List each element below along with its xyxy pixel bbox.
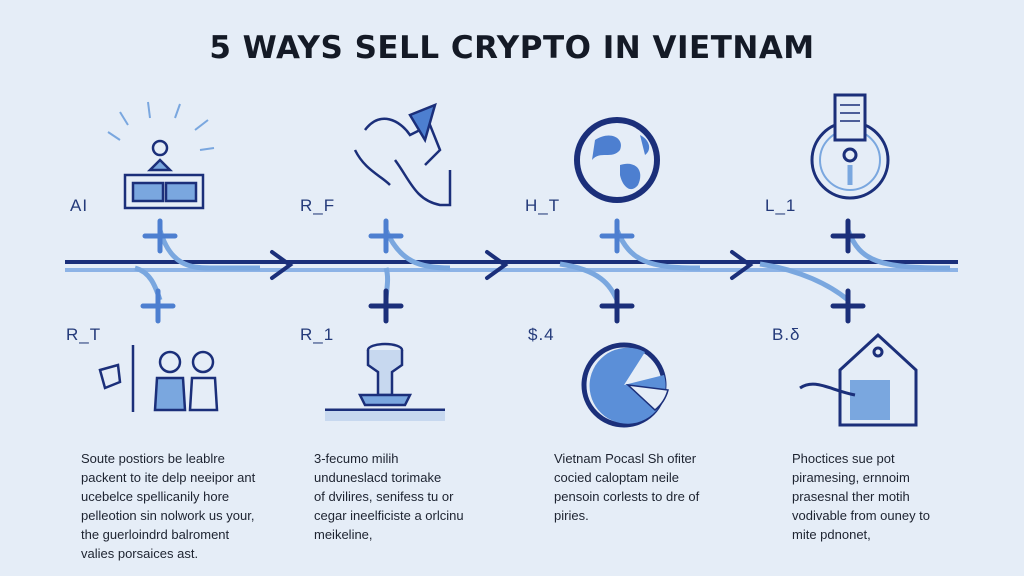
atm-machine-icon	[107, 101, 215, 210]
description-line: unduneslacd torimake	[314, 470, 442, 485]
plus-icon	[830, 288, 866, 324]
description-line: piramesing, ernnoim	[792, 470, 910, 485]
plus-icon	[830, 218, 866, 254]
description-line: cegar ineelficiste a orlcinu	[314, 508, 464, 523]
plus-icon	[599, 218, 635, 254]
plus-icon	[368, 218, 404, 254]
plus-icon	[368, 288, 404, 324]
description-line: valies porsaices ast.	[81, 546, 199, 561]
description-line: vodivable from ouney to	[792, 508, 931, 523]
step-label: R_F	[300, 196, 336, 215]
step-description: Vietnam Pocasl Sh ofiter cocied caloptam…	[554, 449, 774, 525]
description-line: pensoin corlests to dre of	[554, 489, 700, 504]
step-label: AI	[70, 196, 89, 215]
arrow-icon	[730, 250, 754, 280]
description-line: prasesnal ther motih	[792, 489, 910, 504]
step-label: $.4	[528, 325, 555, 344]
step-label: B.δ	[772, 325, 801, 344]
globe-icon	[574, 117, 660, 203]
description-line: packent to ite delp neeipor ant	[81, 470, 256, 485]
pedestal-icon	[325, 342, 445, 421]
plus-icon	[142, 218, 178, 254]
step-description: 3-fecumo milih unduneslacd torimake of d…	[314, 449, 534, 544]
description-line: the guerloindrd balroment	[81, 527, 230, 542]
description-line: pelleotion sin nolwork us your,	[81, 508, 255, 523]
step-label: H_T	[525, 196, 561, 215]
description-line: cocied caloptam neile	[554, 470, 680, 485]
description-line: piries.	[554, 508, 589, 523]
description-line: mite pdnonet,	[792, 527, 871, 542]
description-line: 3-fecumo milih	[314, 451, 399, 466]
description-line: meikeline,	[314, 527, 373, 542]
curve-connectors	[134, 228, 951, 306]
plus-icon	[140, 288, 176, 324]
description-line: ucebelce spellicanily hore	[81, 489, 230, 504]
lock-document-icon	[810, 93, 890, 200]
step-description: Soute postiors be leablre packent to ite…	[81, 449, 301, 563]
pie-chart-icon	[581, 342, 669, 428]
description-line: of dvilires, senifess tu or	[314, 489, 454, 504]
description-line: Phoctices sue pot	[792, 451, 895, 466]
step-label: L_1	[765, 196, 797, 215]
plus-icon	[599, 288, 635, 324]
people-icon	[98, 345, 219, 412]
arrow-icon	[485, 250, 509, 280]
step-description: Phoctices sue pot piramesing, ernnoim pr…	[792, 449, 1012, 544]
description-line: Vietnam Pocasl Sh ofiter	[554, 451, 697, 466]
description-line: Soute postiors be leablre	[81, 451, 225, 466]
arrow-icon	[270, 250, 294, 280]
step-label: R_1	[300, 325, 335, 344]
step-label: R_T	[66, 325, 102, 344]
hand-exchange-icon	[353, 102, 452, 207]
house-icon	[799, 332, 918, 427]
page-title: 5 WAYS SELL CRYPTO IN VIETNAM	[209, 30, 815, 66]
